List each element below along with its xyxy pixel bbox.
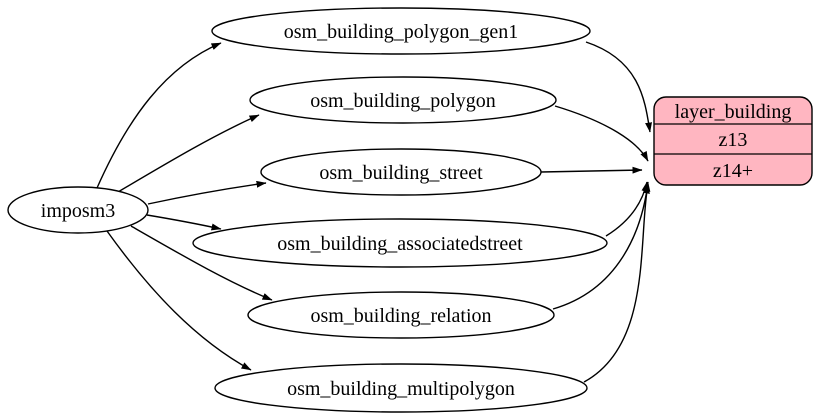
edge-imposm3-osm-building-relation bbox=[130, 225, 273, 301]
edge-osm-building-relation-layer-z14 bbox=[552, 181, 651, 310]
node-osm-building-street: osm_building_street bbox=[260, 148, 542, 196]
edge-osm-building-polygon-gen1-layer-z13 bbox=[585, 41, 652, 133]
edge-imposm3-osm-building-street bbox=[147, 180, 267, 205]
node-imposm3-label: imposm3 bbox=[41, 200, 115, 222]
node-osm-building-associatedstreet-label: osm_building_associatedstreet bbox=[277, 233, 523, 255]
layer-building-row-z14: z14+ bbox=[713, 160, 753, 182]
edge-osm-building-street-layer-z14 bbox=[540, 166, 643, 174]
node-osm-building-polygon-gen1: osm_building_polygon_gen1 bbox=[211, 7, 591, 55]
edge-imposm3-osm-building-multipolygon bbox=[106, 230, 252, 371]
node-osm-building-polygon-gen1-shape bbox=[211, 7, 591, 55]
node-osm-building-polygon-label: osm_building_polygon bbox=[310, 90, 496, 112]
node-osm-building-polygon: osm_building_polygon bbox=[249, 76, 557, 124]
node-osm-building-street-shape bbox=[260, 148, 542, 196]
node-osm-building-multipolygon: osm_building_multipolygon bbox=[214, 363, 588, 413]
node-layer-building: layer_building z13 z14+ bbox=[653, 96, 813, 186]
edge-imposm3-osm-building-associatedstreet bbox=[146, 214, 222, 231]
node-osm-building-relation-shape bbox=[247, 291, 555, 339]
node-osm-building-polygon-gen1-label: osm_building_polygon_gen1 bbox=[284, 21, 518, 43]
edge-imposm3-osm-building-polygon bbox=[117, 114, 260, 193]
node-osm-building-multipolygon-label: osm_building_multipolygon bbox=[287, 378, 515, 400]
edge-osm-building-multipolygon-layer-z14 bbox=[583, 183, 650, 383]
node-osm-building-associatedstreet: osm_building_associatedstreet bbox=[192, 218, 608, 268]
node-osm-building-polygon-shape bbox=[249, 76, 557, 124]
node-imposm3-shape bbox=[7, 186, 149, 234]
layer-building-title: layer_building bbox=[675, 101, 792, 123]
node-osm-building-relation-label: osm_building_relation bbox=[310, 305, 491, 327]
edge-osm-building-polygon-layer-z14 bbox=[554, 105, 649, 162]
node-layer-building-shape bbox=[653, 96, 813, 186]
edge-imposm3-osm-building-polygon-gen1 bbox=[96, 42, 222, 189]
node-osm-building-associatedstreet-shape bbox=[192, 218, 608, 268]
edges-layer bbox=[96, 41, 652, 383]
node-osm-building-relation: osm_building_relation bbox=[247, 291, 555, 339]
layer-building-row-z13: z13 bbox=[719, 129, 748, 151]
node-imposm3: imposm3 bbox=[7, 186, 149, 234]
node-osm-building-multipolygon-shape bbox=[214, 363, 588, 413]
edge-osm-building-associatedstreet-layer-z14 bbox=[605, 181, 649, 237]
node-osm-building-street-label: osm_building_street bbox=[319, 162, 483, 184]
